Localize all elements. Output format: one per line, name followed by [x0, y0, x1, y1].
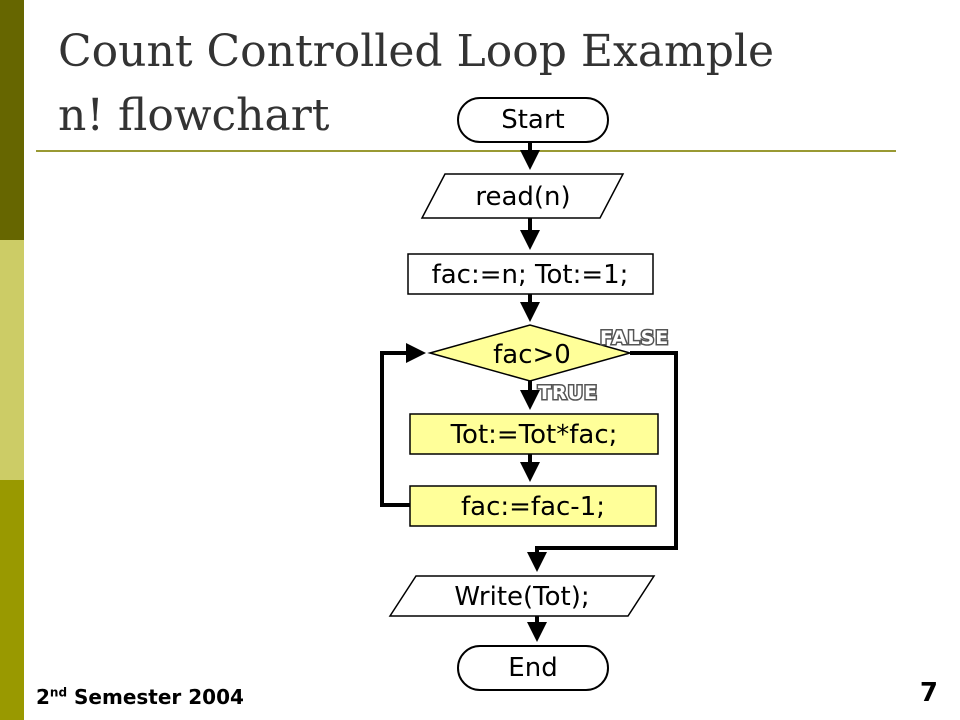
page-number: 7: [919, 678, 938, 708]
read-node: read(n): [420, 173, 625, 219]
footer-number: 2: [36, 685, 50, 709]
start-label: Start: [501, 105, 565, 135]
multiply-node: Tot:=Tot*fac;: [409, 413, 659, 455]
end-label: End: [508, 653, 557, 683]
decision-label: fac>0: [493, 340, 571, 370]
read-label: read(n): [475, 182, 570, 212]
write-label: Write(Tot);: [454, 582, 589, 612]
slide-title-line2: n! flowchart: [58, 90, 330, 141]
multiply-label: Tot:=Tot*fac;: [450, 420, 618, 450]
decision-node: fac>0: [427, 324, 633, 382]
title-divider: [36, 150, 896, 152]
sidebar-band-top: [0, 0, 24, 240]
decrement-node: fac:=fac-1;: [409, 485, 657, 527]
false-exit-arrow: [527, 351, 678, 572]
sidebar-band-middle: [0, 240, 24, 480]
sidebar-band-bottom: [0, 480, 24, 720]
decrement-label: fac:=fac-1;: [461, 492, 605, 522]
init-label: fac:=n; Tot:=1;: [432, 260, 629, 290]
false-branch-label: FALSE: [600, 327, 669, 349]
footer-text: Semester 2004: [67, 685, 244, 709]
start-node: Start: [457, 97, 609, 143]
footer-ordinal: nd: [49, 685, 68, 700]
true-branch-label: TRUE: [538, 382, 598, 404]
end-node: End: [457, 645, 609, 691]
init-node: fac:=n; Tot:=1;: [407, 253, 654, 295]
slide-title-line1: Count Controlled Loop Example: [58, 26, 775, 77]
semester-footer: 2nd Semester 2004: [36, 685, 244, 709]
write-node: Write(Tot);: [388, 575, 656, 617]
loop-back-arrow: [380, 343, 426, 507]
